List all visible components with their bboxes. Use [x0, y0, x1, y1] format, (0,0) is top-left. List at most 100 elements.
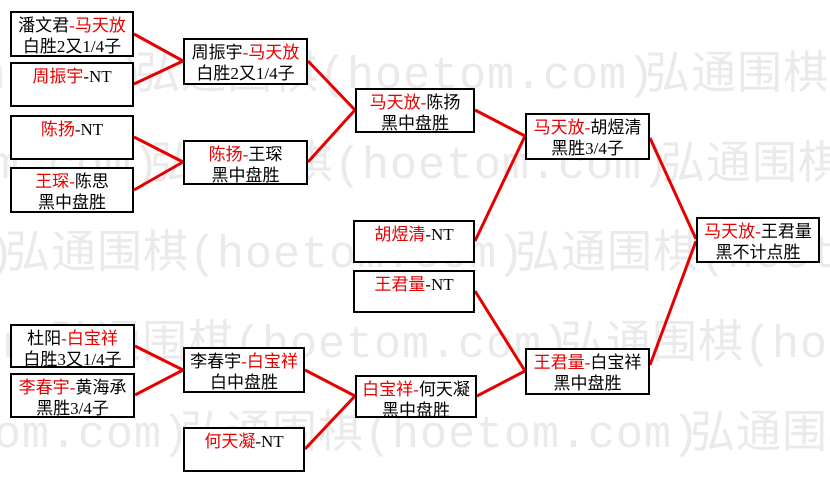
player-name: 陈扬 [40, 120, 75, 139]
match-box-r1-top-2: 周振宇-NT [10, 62, 134, 107]
player-name: 陈扬 [426, 93, 461, 112]
match-result: 白中盘胜 [210, 373, 278, 392]
player-name: 陈扬 [208, 145, 243, 164]
player-name: 周振宇 [32, 67, 84, 86]
match-box-final: 马天放-王君量 黑不计点胜 [696, 217, 820, 263]
player-name: 周振宇 [191, 43, 243, 62]
watermark-text: 弘通围棋(hoetom.com) [690, 410, 830, 461]
player-name: 马天放 [74, 16, 126, 35]
vs-dash: - [755, 222, 761, 241]
match-result: 白胜3又1/4子 [23, 350, 122, 369]
vs-dash: - [242, 145, 249, 164]
match-result: 黑不计点胜 [715, 243, 801, 262]
player-name: 胡煜清 [374, 225, 426, 244]
watermark-text: 弘通围棋(hoetom.com) [0, 410, 191, 461]
player-name: 陈思 [74, 172, 109, 191]
player-name: 王君量 [533, 353, 585, 372]
connector-line [473, 290, 527, 372]
watermark-text: 弘通围棋(hoetom.com) [645, 51, 830, 102]
match-result: 黑中盘胜 [211, 166, 280, 185]
connector-line [133, 135, 184, 164]
player-name: 何天凝 [418, 380, 470, 399]
connector-line [134, 368, 184, 397]
player-name: 马天放 [248, 43, 300, 62]
vs-dash: - [255, 432, 261, 451]
player-name: NT [431, 225, 454, 244]
player-name: NT [80, 120, 104, 139]
connector-line [648, 240, 698, 366]
player-name: 李春宇 [190, 352, 242, 371]
player-name: 李春宇 [18, 378, 70, 397]
vs-dash: - [69, 16, 75, 35]
vs-dash: - [69, 172, 75, 191]
connector-line [473, 135, 527, 242]
match-box-qf-bottom: 白宝祥-何天凝 黑中盘胜 [355, 375, 477, 420]
vs-dash: - [83, 67, 89, 86]
connector-line [303, 394, 357, 451]
player-name: 马天放 [369, 93, 421, 112]
vs-dash: - [74, 120, 81, 139]
player-name: 王君量 [760, 222, 812, 241]
connector-line [306, 108, 357, 164]
connector-line [304, 368, 356, 398]
match-box-r2-bottom-2: 何天凝-NT [183, 427, 305, 472]
connector-line [474, 108, 526, 138]
player-name: NT [89, 67, 112, 86]
match-box-r1-top-3: 陈扬-NT [10, 115, 134, 160]
match-result: 黑中盘胜 [381, 114, 449, 133]
player-name: 杜阳 [27, 329, 62, 348]
player-name: 王琛 [248, 145, 283, 164]
match-box-r2-top-1: 周振宇-马天放 白胜2又1/4子 [183, 38, 308, 85]
player-name: 王琛 [35, 172, 70, 191]
match-box-bye-huyuqing: 胡煜清-NT [353, 220, 475, 263]
player-name: 马天放 [704, 222, 756, 241]
player-name: 马天放 [533, 118, 585, 137]
match-box-r1-top-1: 潘文君-马天放 白胜2又1/4子 [10, 11, 134, 57]
vs-dash: - [425, 225, 431, 244]
vs-dash: - [420, 93, 427, 112]
match-result: 白胜2又1/4子 [22, 37, 122, 56]
match-result: 黑胜3/4子 [551, 139, 624, 158]
connector-line [133, 59, 184, 86]
player-name: 潘文君 [18, 16, 70, 35]
connector-line [306, 59, 357, 112]
player-name: NT [261, 432, 284, 451]
player-name: 黄海承 [75, 378, 127, 397]
match-box-bye-wangjunliang: 王君量-NT [353, 270, 475, 313]
player-name: 何天凝 [204, 432, 256, 451]
vs-dash: - [242, 43, 249, 62]
player-name: 白宝祥 [246, 352, 298, 371]
vs-dash: - [69, 378, 76, 397]
match-box-r1-bottom-1: 杜阳-白宝祥 白胜3又1/4子 [10, 324, 135, 369]
match-box-qf-top: 马天放-陈扬 黑中盘胜 [355, 88, 475, 133]
player-name: 白宝祥 [590, 353, 642, 372]
match-box-r2-top-2: 陈扬-王琛 黑中盘胜 [183, 140, 308, 185]
vs-dash: - [584, 118, 591, 137]
vs-dash: - [584, 353, 591, 372]
player-name: 白宝祥 [66, 329, 118, 348]
connector-line [134, 344, 184, 372]
match-result: 黑中盘胜 [382, 401, 450, 420]
match-result: 黑中盘胜 [38, 193, 106, 212]
player-name: 王君量 [374, 275, 426, 294]
player-name: NT [431, 275, 454, 294]
watermark-text: 弘通围棋(hoetom.com) [660, 141, 830, 192]
player-name: 白宝祥 [362, 380, 414, 399]
connector-line [133, 160, 184, 192]
match-box-r1-top-4: 王琛-陈思 黑中盘胜 [10, 167, 134, 213]
match-box-r2-bottom-1: 李春宇-白宝祥 白中盘胜 [183, 347, 305, 393]
match-result: 白胜2又1/4子 [196, 64, 295, 83]
vs-dash: - [413, 380, 419, 399]
connector-line [133, 32, 184, 63]
connector-line [476, 369, 526, 398]
match-box-r1-bottom-2: 李春宇-黄海承 黑胜3/4子 [10, 373, 135, 418]
match-box-sf-bottom: 王君量-白宝祥 黑中盘胜 [525, 348, 650, 395]
player-name: 胡煜清 [590, 118, 642, 137]
match-result: 黑胜3/4子 [36, 399, 109, 418]
vs-dash: - [425, 275, 431, 294]
connector-line [648, 137, 698, 240]
match-box-sf-top: 马天放-胡煜清 黑胜3/4子 [525, 113, 650, 160]
vs-dash: - [241, 352, 247, 371]
